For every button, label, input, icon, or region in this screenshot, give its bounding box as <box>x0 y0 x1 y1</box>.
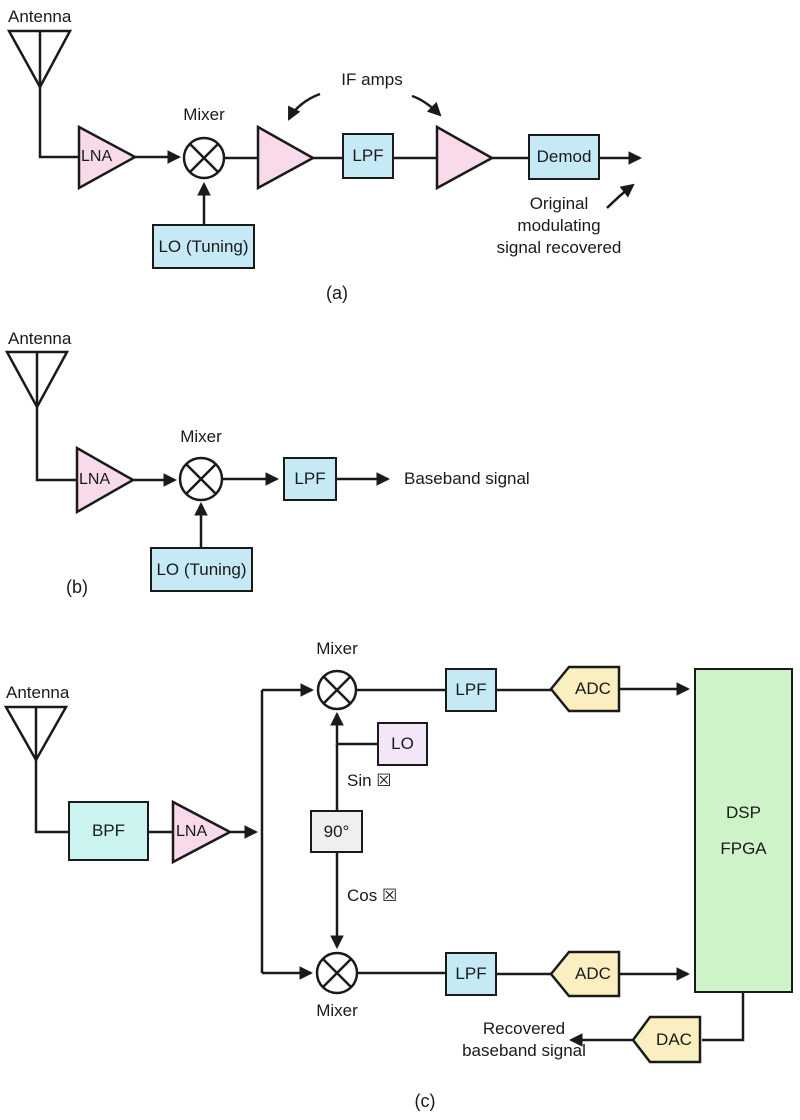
antenna-b-icon <box>4 350 77 482</box>
lna-c-triangle <box>171 799 233 865</box>
mixer-b-icon <box>178 456 224 502</box>
wire-c-lo-to-mixertop <box>330 711 377 746</box>
bpf-box: BPF <box>68 801 149 861</box>
mixer-a-icon <box>182 136 226 180</box>
if-amps-label: IF amps <box>341 70 403 89</box>
mixer-c-bottom-icon <box>315 951 359 995</box>
lpf-a-label: LPF <box>352 146 384 165</box>
lpf-c-bottom-label: LPF <box>455 964 487 983</box>
mixer-c-top-icon <box>316 669 358 711</box>
demod-label: Demod <box>536 147 592 166</box>
if-amp2-triangle <box>435 124 495 191</box>
mixer-b-cross <box>185 463 217 495</box>
converter-shapes <box>549 665 702 1064</box>
section-b-wires <box>133 472 391 547</box>
antenna-c-feedline <box>34 760 68 834</box>
section-a-amps <box>77 124 495 191</box>
ifamps-callout-arrow-left <box>287 92 321 121</box>
note-a-line2: modulating <box>517 216 601 235</box>
lna-b-triangle <box>75 445 136 515</box>
antenna-a-feedline <box>38 87 79 159</box>
section-c-wires <box>149 682 745 1047</box>
adc-bottom-pentagon <box>549 950 621 998</box>
adc-top-pentagon <box>549 665 621 713</box>
lna-a-triangle <box>77 124 138 191</box>
lpf-b-label: LPF <box>294 469 326 488</box>
dsp-label: DSP <box>726 802 761 822</box>
lna-a-label: LNA <box>81 148 113 165</box>
recovered-baseband-note: Recovered baseband signal <box>440 1018 608 1062</box>
recovered-signal-callout-arrow <box>606 183 635 209</box>
baseband-signal-label: Baseband signal <box>404 469 530 488</box>
mixer-c-bottom-cross <box>322 958 352 988</box>
lo-c-label: LO <box>391 734 414 753</box>
if-amp1-triangle <box>256 124 316 191</box>
mixer-b-label: Mixer <box>180 427 222 446</box>
demod-box: Demod <box>528 134 600 180</box>
bpf-label: BPF <box>91 821 126 840</box>
note-a-line1: Original <box>529 194 589 213</box>
lpf-c-bottom-box: LPF <box>445 952 497 996</box>
adc-top-label: ADC <box>575 679 611 698</box>
lpf-b-box: LPF <box>283 457 337 501</box>
mixer-c-bottom-label: Mixer <box>316 1001 358 1020</box>
ifamps-callout-arrow-right <box>411 94 442 117</box>
cos-label: Cos ☒ <box>347 886 398 905</box>
caption-b: (b) <box>66 577 88 597</box>
mixer-a-cross <box>189 143 219 173</box>
sin-label: Sin ☒ <box>347 771 392 790</box>
lpf-a-box: LPF <box>342 133 394 179</box>
dac-pentagon <box>631 1015 702 1064</box>
section-a-wires <box>135 92 643 224</box>
lo-c-box: LO <box>377 722 428 766</box>
antenna-b-label: Antenna <box>8 329 72 348</box>
mixer-c-top-label: Mixer <box>316 639 358 658</box>
caption-c: (c) <box>414 1091 436 1111</box>
note-c-line2: baseband signal <box>462 1041 586 1060</box>
lpf-c-top-box: LPF <box>445 668 497 712</box>
dac-label: DAC <box>656 1029 692 1049</box>
lpf-c-top-label: LPF <box>455 680 487 699</box>
mixer-a-label: Mixer <box>183 105 225 124</box>
antenna-b-feedline <box>35 407 77 482</box>
lna-c-label: LNA <box>176 823 208 840</box>
fpga-label: FPGA <box>720 838 767 858</box>
lo-tuning-b-label: LO (Tuning) <box>156 559 247 579</box>
dsp-fpga-box: DSP FPGA <box>694 668 793 993</box>
lo-tuning-a-box: LO (Tuning) <box>152 224 255 269</box>
note-c-line1: Recovered <box>482 1019 566 1038</box>
mixer-c-top-cross <box>323 676 351 704</box>
caption-a: (a) <box>326 283 348 303</box>
adc-bottom-label: ADC <box>575 964 611 983</box>
antenna-a-label: Antenna <box>8 7 72 26</box>
phase-shift-90-label: 90° <box>323 821 350 841</box>
antenna-a-icon <box>6 29 79 159</box>
lo-tuning-a-label: LO (Tuning) <box>158 236 249 256</box>
wire-c-dsp-to-dac <box>702 993 745 1042</box>
antenna-c-label: Antenna <box>6 683 70 702</box>
recovered-signal-note-a: Original modulating signal recovered <box>474 193 644 259</box>
lo-tuning-b-box: LO (Tuning) <box>150 547 253 592</box>
lna-b-label: LNA <box>79 471 111 488</box>
antenna-c-icon <box>3 705 69 834</box>
note-a-line3: signal recovered <box>496 238 622 257</box>
phase-shift-90-box: 90° <box>310 810 363 853</box>
